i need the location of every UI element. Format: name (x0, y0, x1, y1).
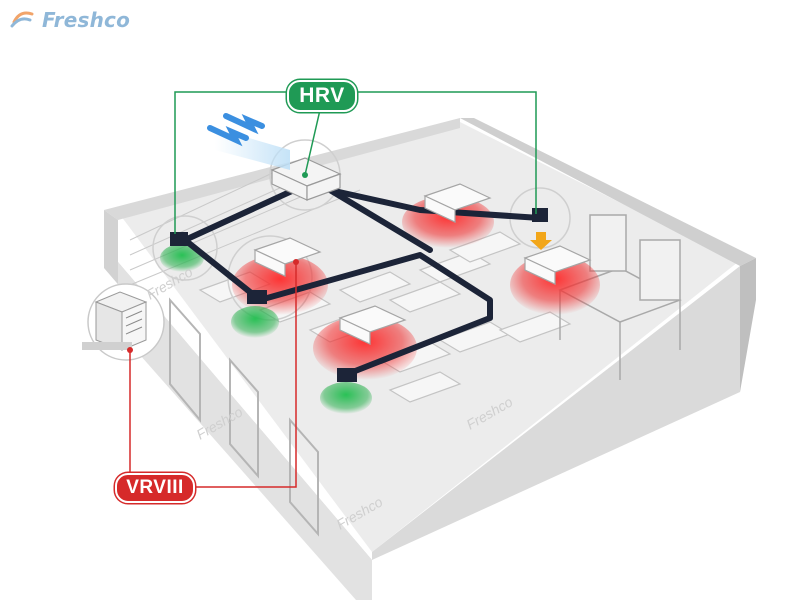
brand-logo: Freshco (10, 8, 130, 32)
glass-office (558, 214, 682, 380)
outdoor-unit-icon (82, 283, 165, 361)
right-wall (740, 258, 756, 392)
hrv-dot (302, 172, 308, 178)
front-left-wall-face (118, 262, 372, 600)
back-right-wall (460, 118, 756, 266)
vrv-dot (293, 259, 299, 265)
hrv-connector (174, 91, 287, 234)
hrv-label: HRV (287, 80, 357, 112)
floor (118, 122, 738, 552)
vrv-connector (193, 262, 297, 488)
front-right-wall (372, 266, 740, 560)
supply-air-zones (160, 244, 372, 414)
heat-arrow-icon (530, 232, 552, 250)
freshco-logo-icon (10, 11, 34, 28)
vrv-label: VRVIII (115, 473, 195, 503)
doors (169, 297, 319, 537)
fresh-air-arrows-icon (207, 113, 290, 170)
hrv-connector-down (304, 109, 321, 176)
vrv-dot-outdoor (127, 347, 133, 353)
diffusers (170, 208, 548, 382)
vrv-connector-left (115, 352, 131, 488)
indoor-units (253, 183, 592, 345)
hrv-connector-right (353, 91, 537, 214)
brand-name: Freshco (42, 8, 131, 32)
